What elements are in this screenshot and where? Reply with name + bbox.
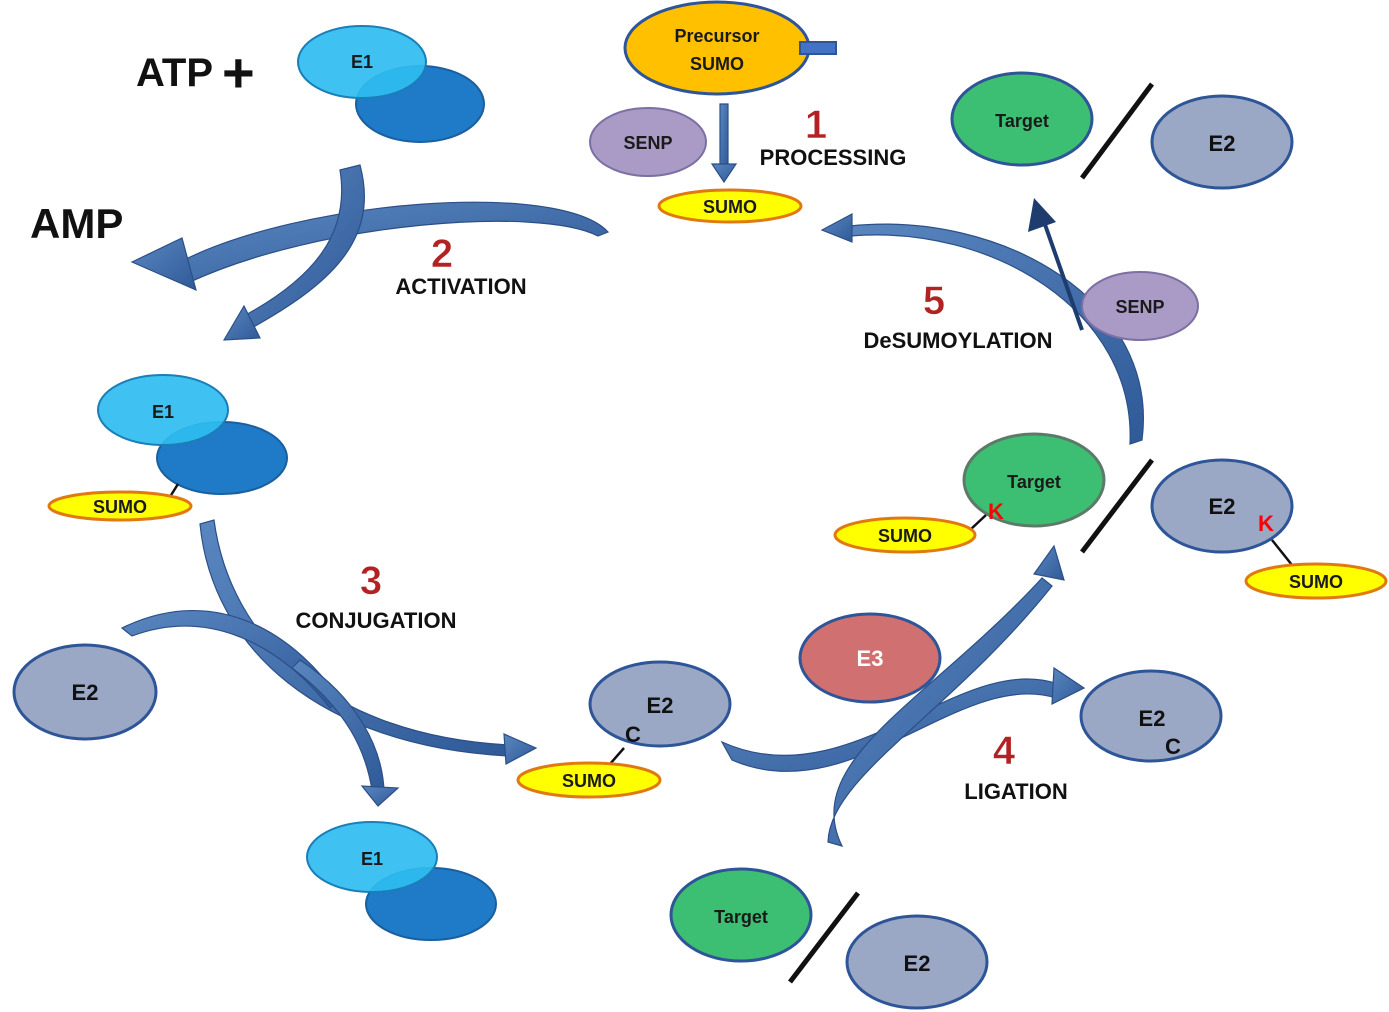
precursor-sumo: Precursor SUMO xyxy=(623,0,837,96)
precursor-line2: SUMO xyxy=(690,54,744,74)
senp-desumoylation: SENP xyxy=(1081,271,1199,341)
desumo-release-arrow xyxy=(1028,198,1084,331)
e1-released-bottom: E1 xyxy=(306,821,497,941)
e1-label: E1 xyxy=(361,849,383,869)
amp-label: AMP xyxy=(30,200,123,247)
cysteine-label: C xyxy=(625,722,641,747)
e2-label: E2 xyxy=(647,693,674,718)
slash-divider-middle xyxy=(1080,458,1154,554)
target-label: Target xyxy=(714,907,768,927)
sumo-label: SUMO xyxy=(1289,572,1343,592)
step-1-label: PROCESSING xyxy=(760,145,907,170)
plus-sign: + xyxy=(222,41,255,104)
step-2-label: ACTIVATION xyxy=(395,274,526,299)
senp-label: SENP xyxy=(1115,297,1164,317)
lysine-label: K xyxy=(1258,511,1274,536)
e2-label: E2 xyxy=(1139,706,1166,731)
lysine-label: K xyxy=(988,499,1004,524)
e2-label: E2 xyxy=(1209,494,1236,519)
e1-release-arrowhead xyxy=(360,785,400,807)
sumo-label: SUMO xyxy=(703,197,757,217)
e1-label: E1 xyxy=(351,52,373,72)
atp-label: ATP xyxy=(136,51,213,95)
step-2-number: 2 xyxy=(431,232,453,276)
step-4-number: 4 xyxy=(993,729,1016,773)
step-1-number: 1 xyxy=(805,103,827,147)
target-e2-free-top: Target E2 xyxy=(950,71,1294,190)
step-5-number: 5 xyxy=(923,279,945,323)
ligation-arrowhead-e2 xyxy=(1051,666,1086,705)
sumo-label: SUMO xyxy=(878,526,932,546)
conjugation-arrowhead xyxy=(503,733,538,765)
target-label: Target xyxy=(995,111,1049,131)
cysteine-label: C xyxy=(1165,734,1181,759)
ligation-arrow-target-up xyxy=(827,577,1053,847)
free-sumo: SUMO xyxy=(657,188,803,224)
senp-label: SENP xyxy=(623,133,672,153)
step-5-label: DeSUMOYLATION xyxy=(863,328,1052,353)
e3-label: E3 xyxy=(857,646,884,671)
step-3-label: CONJUGATION xyxy=(296,608,457,633)
amp-arrowhead xyxy=(130,237,197,292)
activation-arrowhead xyxy=(222,304,261,341)
e2-label: E2 xyxy=(904,951,931,976)
e1-label: E1 xyxy=(152,402,174,422)
step-3-number: 3 xyxy=(360,559,382,603)
processing-arrowhead xyxy=(710,163,738,184)
target-label: Target xyxy=(1007,472,1061,492)
e1-enzyme-top: E1 xyxy=(297,25,485,143)
e2-sumo-thioester: E2 C SUMO xyxy=(516,660,732,799)
e2-label: E2 xyxy=(1209,131,1236,156)
target-e2-substrate-bottom: Target E2 xyxy=(669,867,989,1010)
activation-arrow-to-amp xyxy=(179,201,610,283)
processing-arrow-shaft xyxy=(719,103,729,167)
ligation-arrowhead-target xyxy=(1032,544,1065,581)
e2-free-left: E2 xyxy=(12,643,158,741)
step-4-label: LIGATION xyxy=(964,779,1067,804)
desumoylation-arrowhead xyxy=(820,213,853,243)
cycle-arrows xyxy=(120,103,1144,847)
e1-sumo-thioester: E1 SUMO xyxy=(47,374,288,522)
sumo-label: SUMO xyxy=(562,771,616,791)
senp-processing: SENP xyxy=(589,107,707,177)
e2-label: E2 xyxy=(72,680,99,705)
e2-released: E2 C xyxy=(1079,669,1223,763)
sumo-label: SUMO xyxy=(93,497,147,517)
sumoylated-target: Target K SUMO xyxy=(833,432,1106,554)
e3-ligase: E3 xyxy=(798,612,942,704)
precursor-line1: Precursor xyxy=(674,26,759,46)
sumoylated-e2: E2 K SUMO xyxy=(1150,458,1388,600)
